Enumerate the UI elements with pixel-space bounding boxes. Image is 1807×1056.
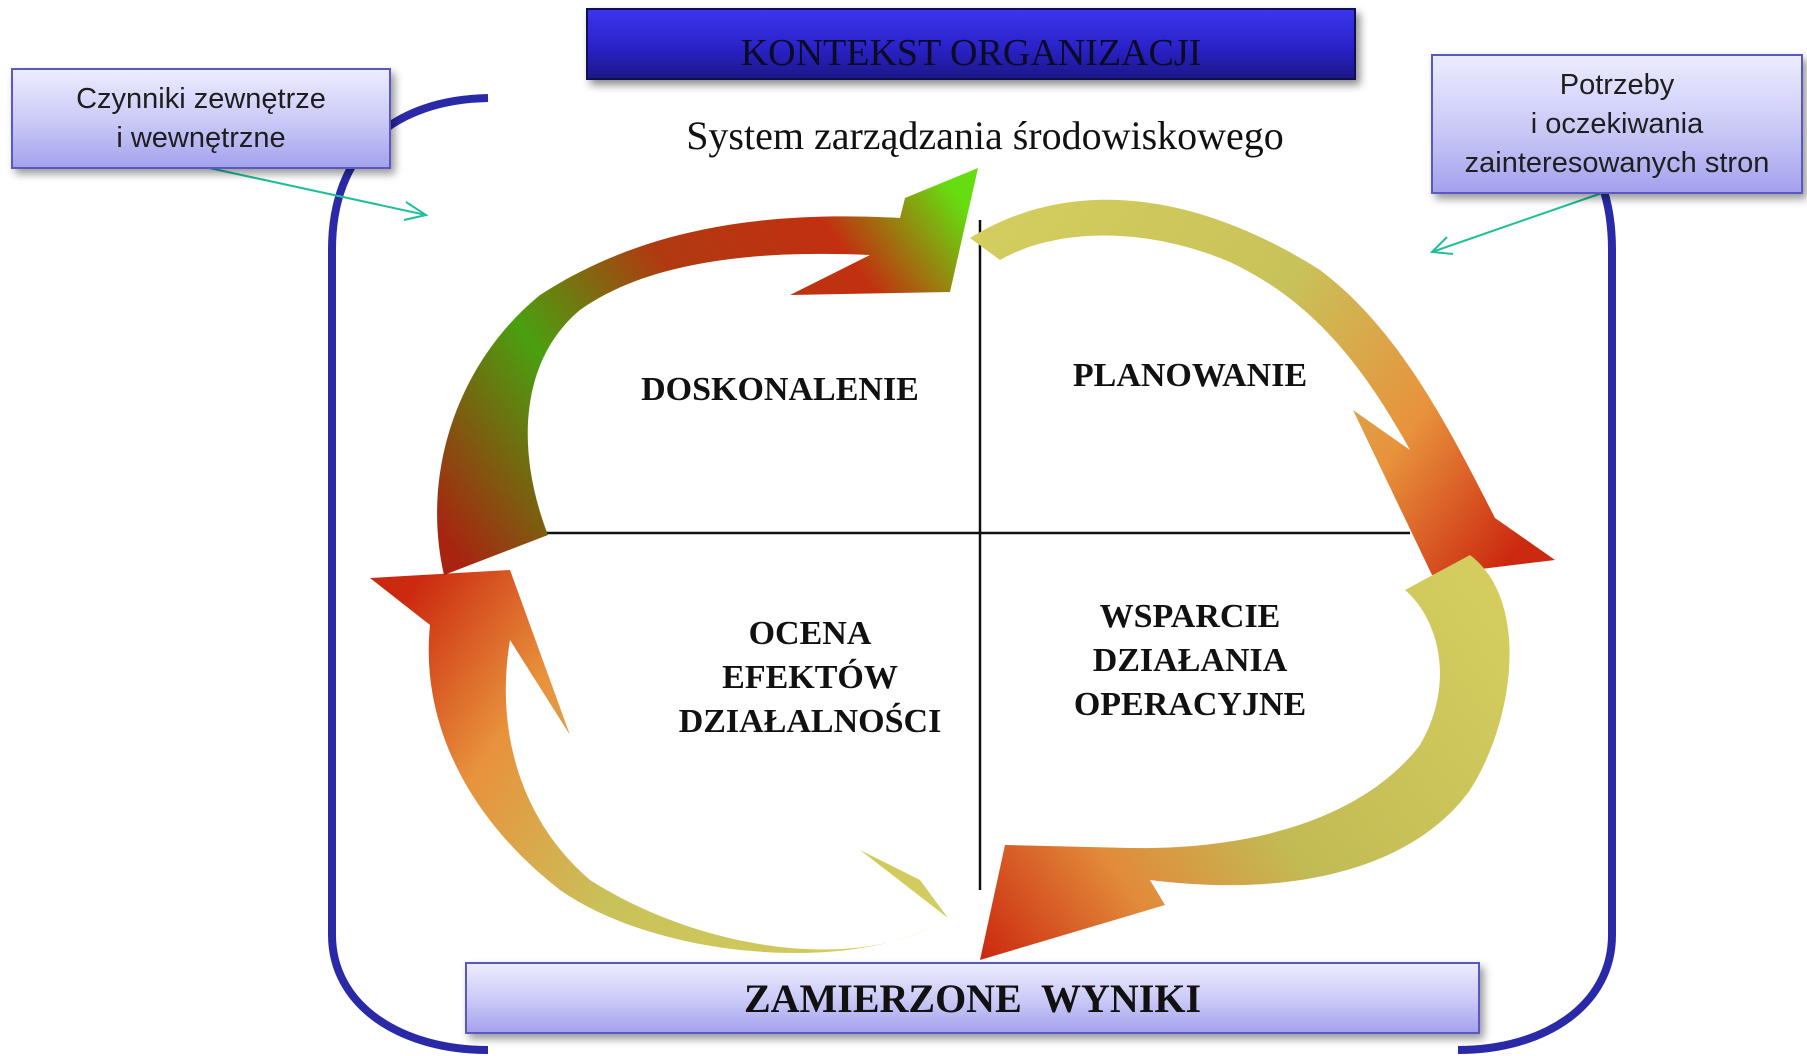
system-subtitle: System zarządzania środowiskowego — [686, 113, 1284, 158]
arrow-act-to-plan — [437, 168, 978, 575]
arrow-check-to-act — [370, 570, 948, 953]
external-internal-factors-box: Czynniki zewnętrze i wewnętrzne — [11, 68, 391, 169]
evaluation-line-2: EFEKTÓW — [722, 659, 898, 696]
context-frame-left — [328, 94, 489, 1054]
factors-line-2: i wewnętrzne — [116, 121, 286, 154]
quadrant-performance-evaluation: OCENA EFEKTÓW DZIAŁALNOŚCI — [645, 612, 975, 744]
pointer-right — [1431, 191, 1606, 253]
pointer-left-head — [403, 201, 429, 221]
intended-results-box: ZAMIERZONE WYNIKI — [465, 962, 1480, 1034]
needs-line-2: i oczekiwania — [1530, 107, 1704, 140]
evaluation-line-1: OCENA — [748, 615, 872, 652]
support-line-3: OPERACYJNE — [1073, 686, 1307, 723]
support-line-1: WSPARCIE — [1099, 598, 1281, 635]
quadrant-support-operations: WSPARCIE DZIAŁANIA OPERACYJNE — [1035, 595, 1345, 727]
evaluation-line-3: DZIAŁALNOŚCI — [678, 703, 942, 740]
context-title-box: KONTEKST ORGANIZACJI — [586, 8, 1356, 80]
needs-line-3: zainteresowanych stron — [1464, 146, 1770, 179]
quadrant-planning: PLANOWANIE — [1030, 354, 1350, 398]
arrow-do-to-check — [980, 555, 1510, 960]
improvement-label: DOSKONALENIE — [641, 371, 919, 408]
needs-line-1: Potrzeby — [1559, 68, 1675, 101]
support-line-2: DZIAŁANIA — [1092, 642, 1288, 679]
planning-label: PLANOWANIE — [1072, 357, 1308, 394]
pointer-left — [199, 165, 427, 216]
intended-results-title: ZAMIERZONE WYNIKI — [743, 975, 1202, 1021]
arrow-plan-to-do — [970, 199, 1555, 575]
factors-line-1: Czynniki zewnętrze — [76, 82, 326, 115]
stakeholder-needs-box: Potrzeby i oczekiwania zainteresowanych … — [1431, 54, 1803, 194]
context-title: KONTEKST ORGANIZACJI — [740, 32, 1202, 74]
quadrant-improvement: DOSKONALENIE — [620, 368, 940, 412]
pointer-right-head — [1429, 236, 1454, 255]
